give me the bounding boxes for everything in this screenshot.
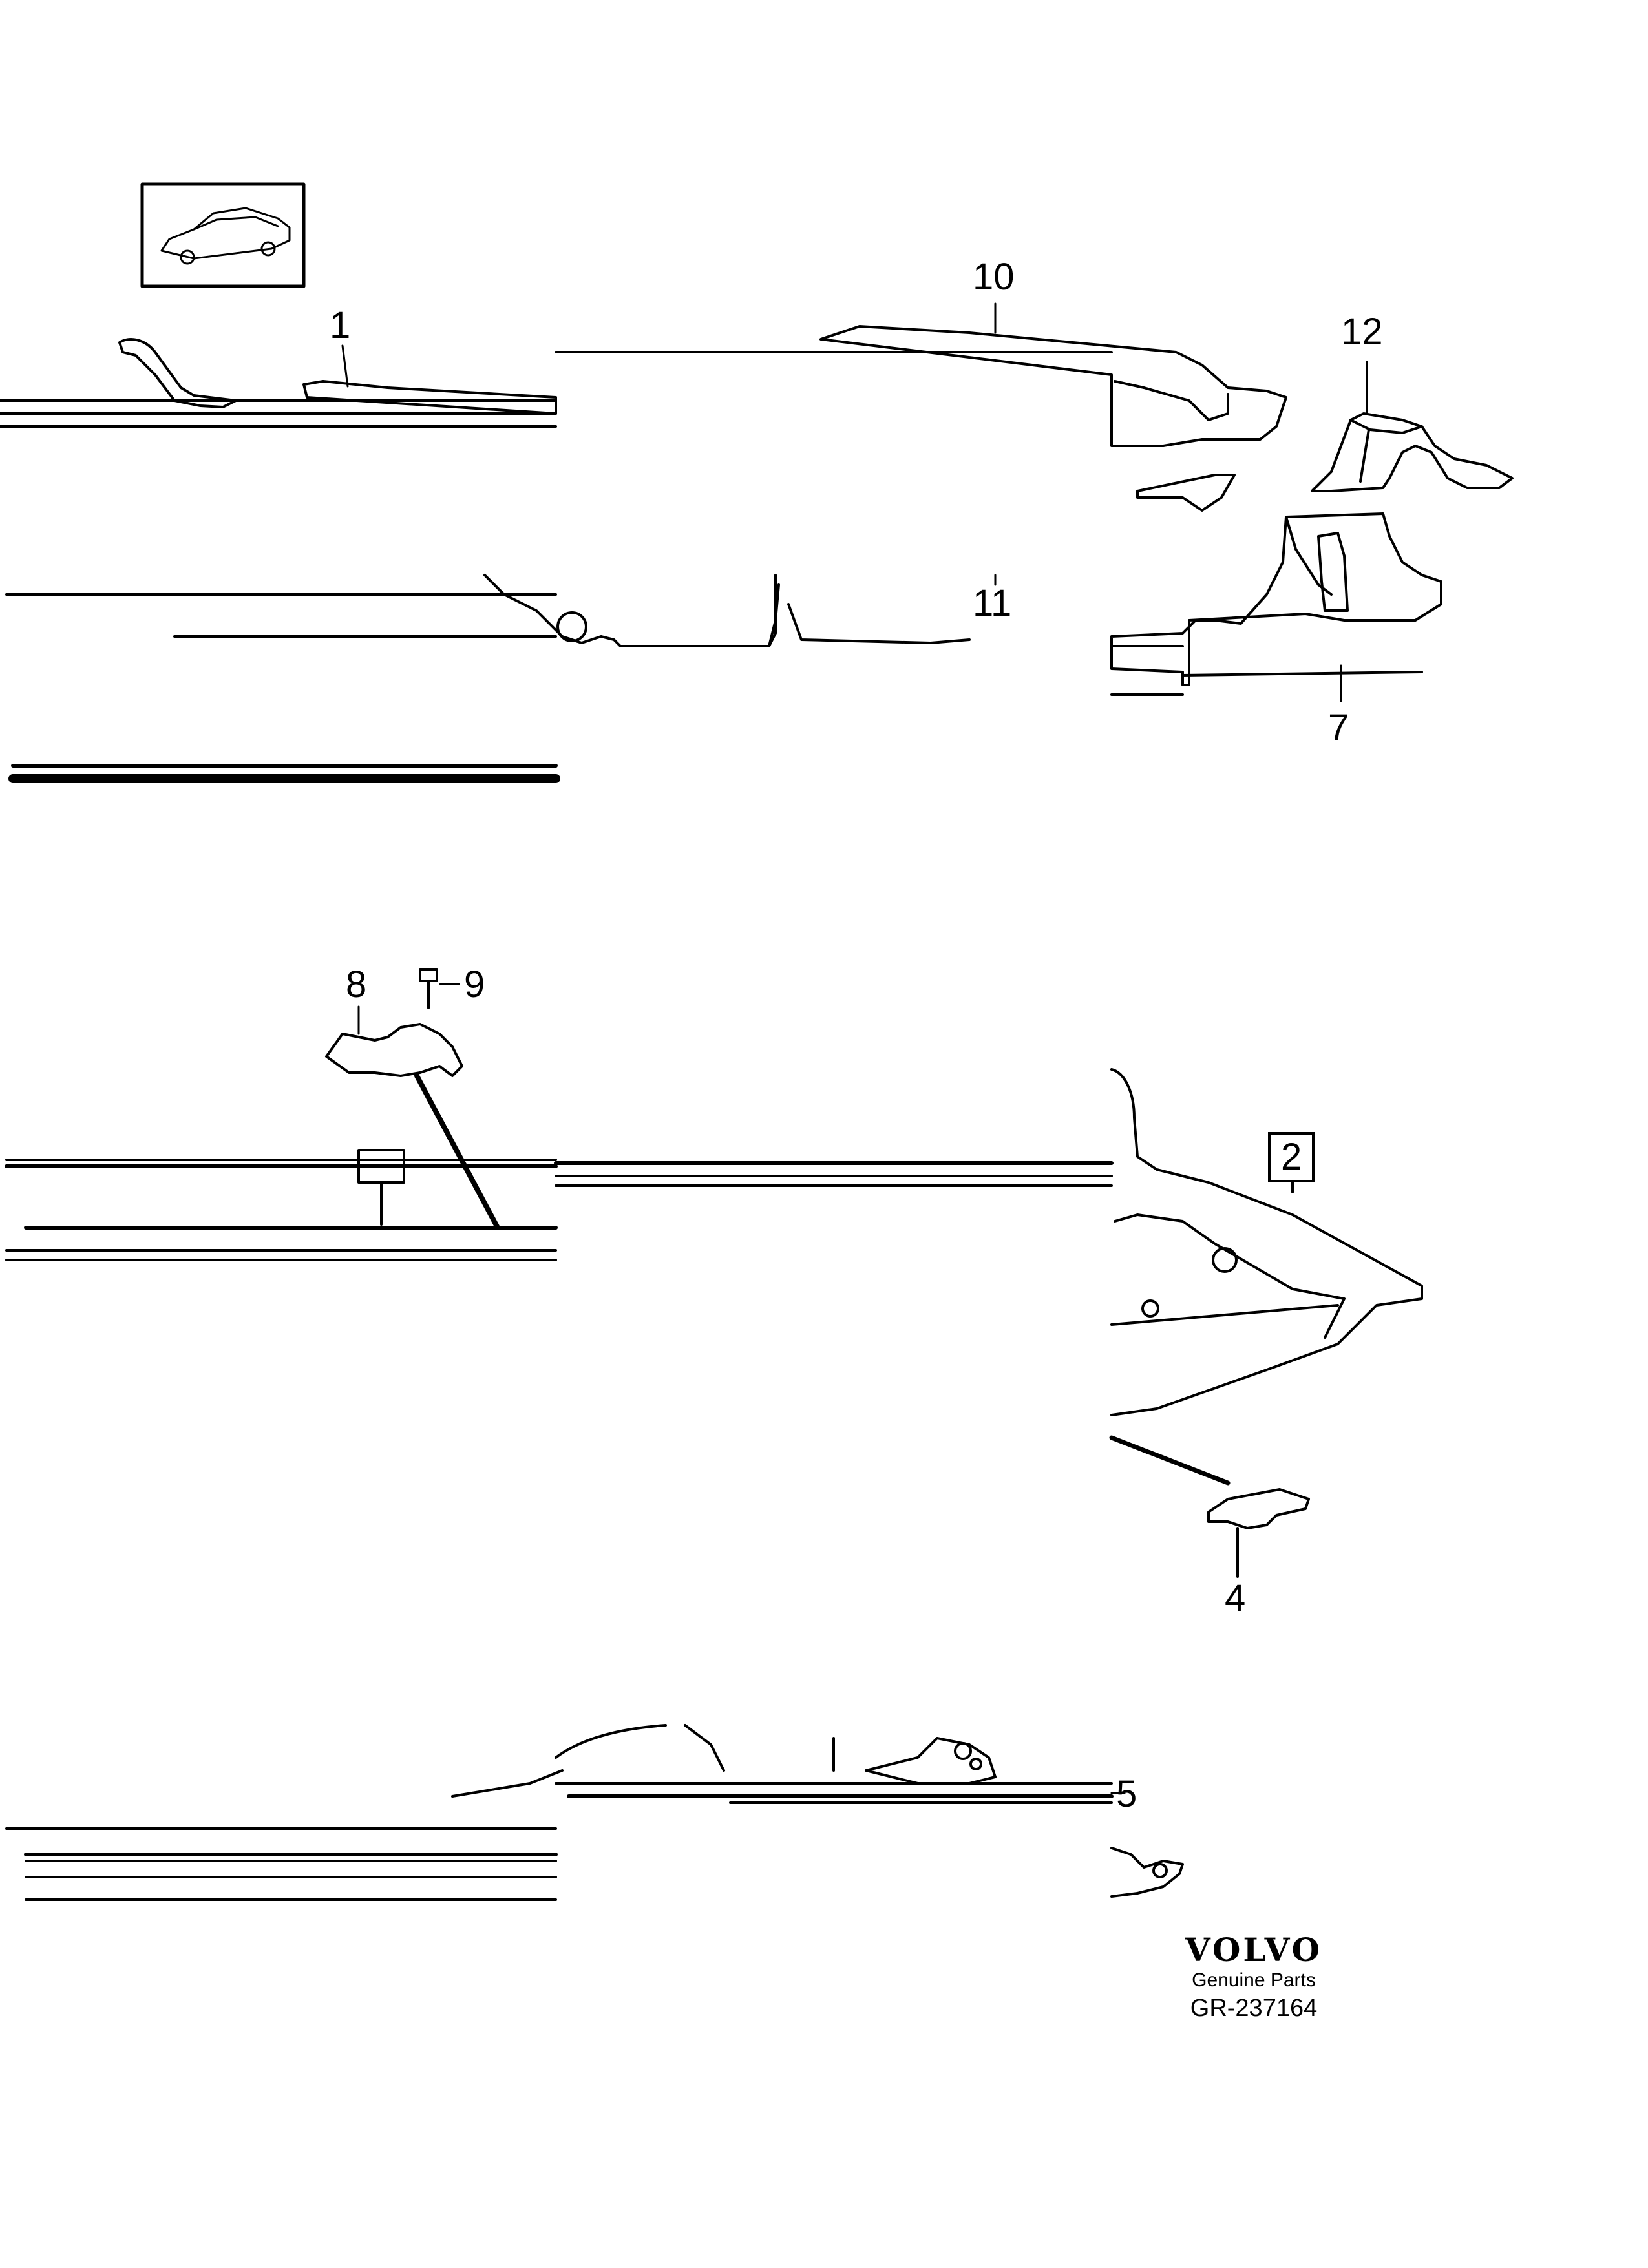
callout-5: 5 bbox=[1116, 1773, 1137, 1815]
brand-tagline: Genuine Parts bbox=[1192, 1969, 1316, 1991]
leader-lines bbox=[341, 302, 1368, 1794]
callout-10: 10 bbox=[973, 256, 1015, 298]
part-5-rear-section bbox=[5, 1724, 1184, 1901]
part-8-mounting-bracket bbox=[325, 1023, 500, 1230]
callout-7: 7 bbox=[1328, 707, 1349, 749]
callout-11: 11 bbox=[973, 582, 1012, 624]
part-10-cross-member bbox=[819, 325, 1287, 512]
side-rails bbox=[5, 1149, 1114, 1261]
callout-8: 8 bbox=[346, 963, 367, 1005]
callout-2: 2 bbox=[1268, 1132, 1315, 1182]
callout-12: 12 bbox=[1341, 311, 1383, 353]
part-9-bolt bbox=[419, 968, 460, 1009]
part-7-rear-bracket bbox=[1110, 512, 1442, 696]
volvo-logo: VOLVO bbox=[1185, 1931, 1323, 1969]
callout-1: 1 bbox=[330, 304, 351, 346]
part-2-floor-panel bbox=[1109, 1068, 1423, 1486]
callout-4: 4 bbox=[1225, 1577, 1246, 1619]
center-floor-section bbox=[483, 351, 1113, 647]
brand-block: VOLVO Genuine Parts GR-237164 bbox=[1157, 1932, 1351, 2024]
part-4-clip bbox=[1207, 1488, 1310, 1578]
car-thumbnail bbox=[140, 182, 306, 288]
diagram-code: GR-237164 bbox=[1190, 1995, 1318, 2022]
part-1-front-floor bbox=[0, 338, 560, 783]
part-12-bracket bbox=[1311, 412, 1514, 492]
callout-9: 9 bbox=[464, 963, 485, 1005]
